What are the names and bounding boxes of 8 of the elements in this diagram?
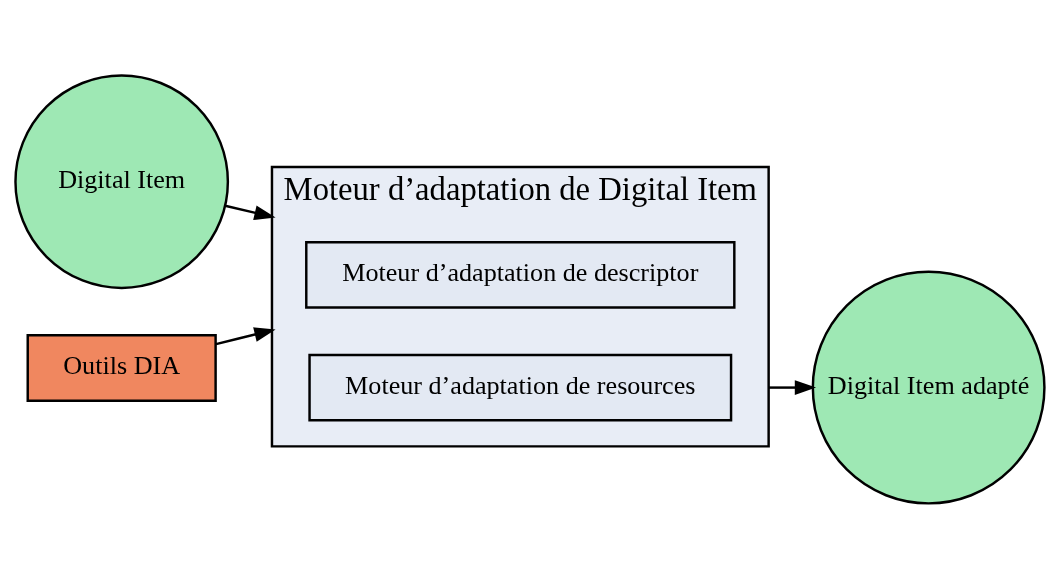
arrow: [224, 204, 276, 220]
node-box: Outils DIA: [26, 334, 217, 402]
node-circle: Digital Item adapté: [811, 270, 1046, 505]
arrow: [215, 327, 276, 346]
node-circle: Digital Item: [14, 74, 230, 290]
node-box: Moteur d’adaptation de descriptor: [305, 240, 736, 309]
node-box: Moteur d’adaptation de resources: [308, 353, 733, 422]
arrow: [768, 380, 817, 396]
